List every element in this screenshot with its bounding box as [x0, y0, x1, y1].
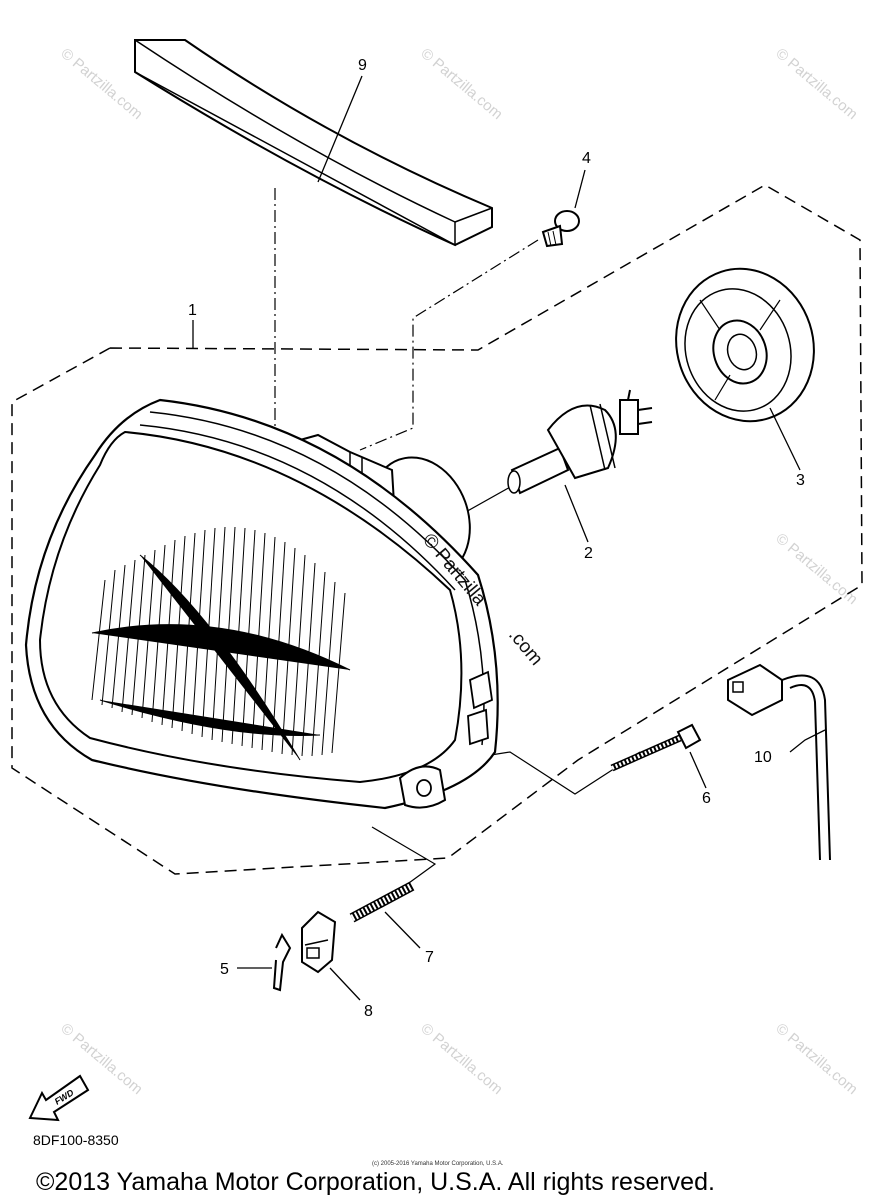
- part-2-bulb: [507, 389, 653, 495]
- copyright-notice: ©2013 Yamaha Motor Corporation, U.S.A. A…: [36, 1168, 715, 1196]
- part-10-socket-wire: [727, 663, 831, 861]
- watermark: © Partzilla.com: [772, 45, 860, 123]
- callout-10: 10: [754, 749, 772, 766]
- callout-1: 1: [188, 302, 197, 319]
- callout-9: 9: [358, 57, 367, 74]
- diagram-code: 8DF100-8350: [33, 1132, 119, 1148]
- watermark: © Partzilla.com: [772, 1020, 860, 1098]
- callout-5: 5: [220, 961, 229, 978]
- callout-8: 8: [364, 1003, 373, 1020]
- callout-7: 7: [425, 949, 434, 966]
- lens-pattern: [91, 526, 351, 761]
- leader-part-6: [477, 751, 641, 795]
- part-3-bulb-cover: [675, 267, 815, 423]
- leader-part-7: [371, 826, 437, 889]
- part-7-spring: [349, 881, 415, 923]
- part-4-screw: [541, 210, 580, 248]
- leader-part-4: [359, 239, 539, 451]
- part-1-headlight-housing: [24, 398, 499, 810]
- fwd-arrow-icon: FWD: [28, 1074, 90, 1122]
- watermark: © Partzilla.com: [417, 45, 505, 123]
- part-9-pad: [134, 39, 493, 247]
- assembly-outline: [11, 184, 863, 875]
- callout-4: 4: [582, 150, 591, 167]
- callout-3: 3: [796, 472, 805, 489]
- watermark: © Partzilla.com: [772, 530, 860, 608]
- fine-print: (c) 2005-2016 Yamaha Motor Corporation, …: [372, 1161, 504, 1167]
- watermark: © Partzilla.com: [417, 1020, 505, 1098]
- callout-labels: 9 4 1 3 2 6 10 7 8 5: [188, 57, 805, 1020]
- part-8-nut-clip: [301, 910, 337, 974]
- part-6-bolt: [610, 723, 702, 772]
- part-5-clip: [272, 932, 292, 992]
- callout-leaders: [192, 75, 826, 1001]
- callout-2: 2: [584, 545, 593, 562]
- watermark-center-suffix: .com: [504, 625, 547, 670]
- callout-6: 6: [702, 790, 711, 807]
- watermark: © Partzilla.com: [57, 45, 145, 123]
